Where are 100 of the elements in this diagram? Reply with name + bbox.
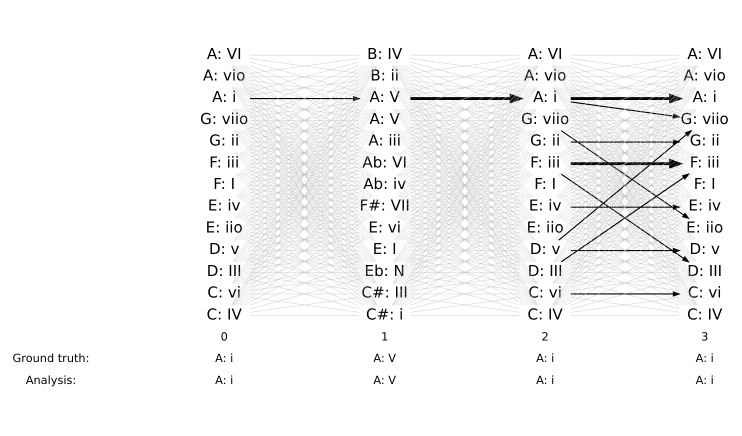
connector bbox=[410, 126, 520, 158]
connector bbox=[236, 152, 373, 284]
node-text: Eb: N bbox=[364, 262, 405, 280]
connector bbox=[570, 238, 680, 284]
connector bbox=[570, 80, 680, 96]
node-text: E: iv bbox=[528, 196, 562, 215]
connector bbox=[238, 130, 372, 240]
node-text: C#: III bbox=[361, 284, 408, 302]
connector bbox=[410, 130, 520, 176]
node-text: G: viio bbox=[680, 110, 729, 128]
node-text: F: I bbox=[694, 175, 716, 194]
connector bbox=[244, 65, 365, 132]
connector bbox=[396, 108, 534, 240]
connector bbox=[410, 174, 520, 219]
arrow bbox=[570, 248, 681, 254]
connector bbox=[400, 87, 530, 176]
arrow bbox=[570, 291, 681, 297]
connector bbox=[400, 108, 530, 197]
node-text: C: vi bbox=[207, 284, 241, 302]
connector bbox=[250, 86, 360, 132]
connector bbox=[250, 54, 360, 56]
connector bbox=[398, 108, 532, 219]
connector bbox=[244, 217, 365, 284]
connector bbox=[410, 185, 520, 186]
connector bbox=[250, 250, 360, 251]
connector bbox=[250, 166, 360, 182]
node-text: D: III bbox=[528, 262, 563, 280]
node-text: F: iii bbox=[690, 153, 720, 172]
connector bbox=[410, 275, 520, 291]
connector bbox=[250, 206, 358, 208]
connector bbox=[250, 174, 360, 219]
connector bbox=[250, 102, 360, 118]
node-text: F: I bbox=[534, 175, 556, 194]
node-text: G: ii bbox=[209, 132, 240, 150]
connector bbox=[410, 166, 520, 182]
connector bbox=[238, 65, 372, 176]
connector bbox=[250, 130, 360, 176]
node-text: A: V bbox=[370, 88, 400, 106]
connector bbox=[410, 145, 520, 161]
connector bbox=[570, 54, 680, 56]
connector bbox=[570, 235, 680, 266]
connector bbox=[410, 102, 520, 118]
connector bbox=[236, 87, 373, 219]
node-text: D: v bbox=[689, 240, 720, 258]
connector bbox=[570, 58, 680, 74]
node-text: G: viio bbox=[200, 110, 248, 128]
connector bbox=[250, 185, 360, 186]
connector bbox=[240, 108, 369, 197]
connector bbox=[244, 239, 365, 306]
connector bbox=[396, 65, 534, 197]
node-text: Ab: VI bbox=[362, 153, 407, 172]
connector bbox=[404, 108, 526, 176]
node-text: G: ii bbox=[690, 132, 720, 150]
connector bbox=[410, 257, 520, 288]
node-text: C#: i bbox=[366, 305, 404, 324]
connector bbox=[410, 108, 520, 154]
connector bbox=[250, 126, 360, 158]
connector bbox=[250, 65, 360, 110]
node-text: C: IV bbox=[687, 305, 722, 324]
node-text: E: iv bbox=[688, 196, 721, 215]
node-text: D: v bbox=[530, 240, 560, 258]
label: 0 bbox=[220, 329, 228, 344]
connector bbox=[244, 174, 365, 240]
connector bbox=[396, 87, 534, 219]
node-text: A: i bbox=[533, 88, 558, 106]
node-text: A: vio bbox=[203, 66, 246, 84]
node-text: A: i bbox=[212, 88, 236, 106]
node-text: A: V bbox=[370, 110, 400, 128]
connector bbox=[410, 80, 520, 96]
label: 1 bbox=[381, 329, 388, 344]
connector bbox=[404, 174, 526, 240]
connector bbox=[238, 108, 372, 219]
connector bbox=[404, 217, 526, 284]
connector bbox=[570, 62, 680, 92]
connector bbox=[410, 86, 520, 132]
connector bbox=[410, 254, 520, 270]
node-text: E: I bbox=[372, 240, 397, 258]
label: A: i bbox=[215, 351, 234, 366]
connector bbox=[244, 87, 365, 154]
node-text: E: iio bbox=[206, 218, 243, 236]
node-text: E: vi bbox=[368, 218, 401, 236]
connector bbox=[250, 275, 360, 291]
connector bbox=[236, 65, 373, 197]
connector bbox=[250, 232, 360, 248]
node-text: A: iii bbox=[368, 132, 401, 150]
connector bbox=[410, 105, 520, 136]
connector bbox=[410, 54, 520, 56]
connector bbox=[244, 130, 365, 197]
label: 3 bbox=[701, 329, 708, 344]
connector bbox=[250, 76, 360, 78]
connector bbox=[396, 152, 534, 284]
label: A: i bbox=[215, 372, 234, 387]
label: A: i bbox=[536, 372, 554, 387]
node-text: D: v bbox=[208, 240, 240, 258]
connector bbox=[250, 105, 360, 136]
label: A: V bbox=[373, 351, 396, 366]
node-text: F: I bbox=[213, 175, 236, 194]
connector bbox=[410, 58, 520, 74]
node-text: F#: VII bbox=[359, 196, 410, 215]
node-text: C: IV bbox=[206, 305, 242, 324]
